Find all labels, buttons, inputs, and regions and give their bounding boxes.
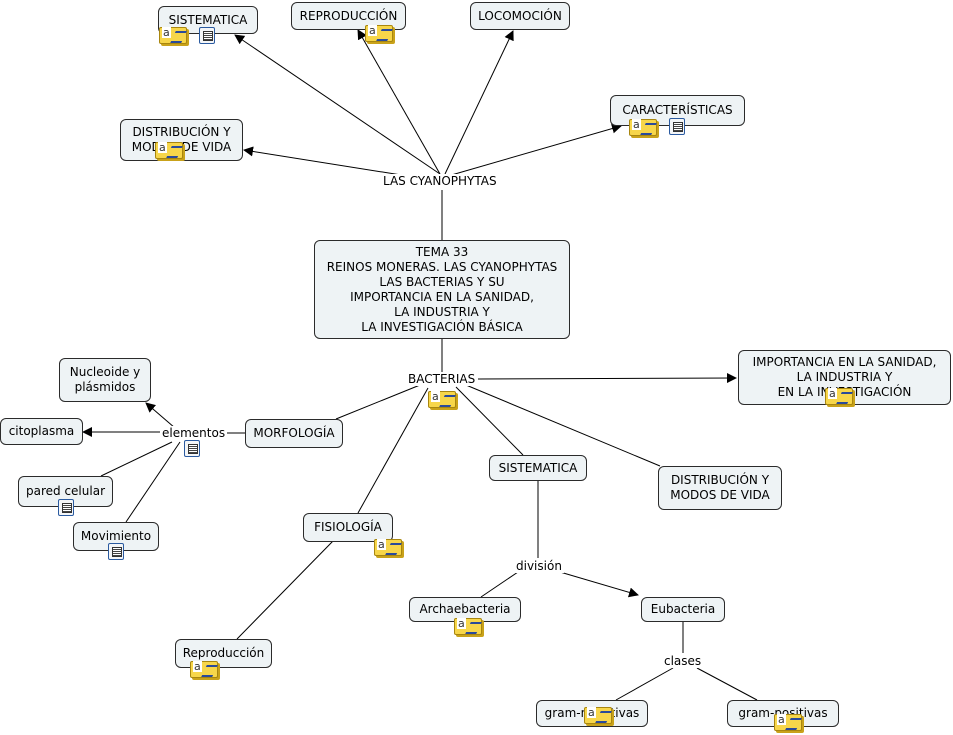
linking-phrase-cyanophytas: LAS CYANOPHYTAS xyxy=(381,174,499,188)
note-icon[interactable] xyxy=(629,119,657,136)
note-icon[interactable] xyxy=(428,391,456,408)
note-icon[interactable] xyxy=(774,714,802,731)
linking-phrase-division: división xyxy=(514,559,564,573)
note-icon[interactable] xyxy=(155,142,183,159)
document-icon[interactable] xyxy=(58,499,74,516)
document-icon[interactable] xyxy=(184,440,200,457)
linking-phrase-clases: clases xyxy=(662,654,704,668)
node-distribucion-top[interactable]: DISTRIBUCIÓN Y MODOS DE VIDA xyxy=(120,119,243,161)
document-icon[interactable] xyxy=(199,27,215,44)
node-sistematica-bottom[interactable]: SISTEMATICA xyxy=(489,455,587,481)
note-icon[interactable] xyxy=(825,388,853,405)
note-icon[interactable] xyxy=(584,707,612,724)
node-label: SISTEMATICA xyxy=(168,12,248,27)
node-fisiologia[interactable]: FISIOLOGÍA xyxy=(303,513,393,542)
node-morfologia[interactable]: MORFOLOGÍA xyxy=(245,419,343,448)
note-icon[interactable] xyxy=(159,27,187,44)
document-icon[interactable] xyxy=(669,118,685,135)
linking-phrase-bacterias: BACTERIAS xyxy=(406,372,478,386)
node-citoplasma[interactable]: citoplasma xyxy=(0,418,83,445)
node-eubacteria[interactable]: Eubacteria xyxy=(641,597,725,622)
document-icon[interactable] xyxy=(108,543,124,560)
node-label: REPRODUCCIÓN xyxy=(299,8,398,23)
node-tema-central[interactable]: TEMA 33 REINOS MONERAS. LAS CYANOPHYTAS … xyxy=(314,240,570,339)
node-label: LOCOMOCIÓN xyxy=(478,8,562,23)
node-label: Reproducción xyxy=(182,646,265,660)
node-label: FISIOLOGÍA xyxy=(314,520,382,534)
node-label: Nucleoide y plásmidos xyxy=(69,365,141,394)
note-icon[interactable] xyxy=(365,25,393,42)
node-label: CARACTERÍSTICAS xyxy=(622,103,733,117)
note-icon[interactable] xyxy=(190,661,218,678)
node-label: DISTRIBUCIÓN Y MODOS DE VIDA xyxy=(670,473,770,502)
note-icon[interactable] xyxy=(374,539,402,556)
linking-phrase-elementos: elementos xyxy=(160,426,228,440)
note-icon[interactable] xyxy=(454,618,482,635)
node-label: SISTEMATICA xyxy=(498,460,578,475)
node-label: Eubacteria xyxy=(650,602,716,616)
node-nucleoide[interactable]: Nucleoide y plásmidos xyxy=(59,358,151,402)
node-label: Archaebacteria xyxy=(419,602,511,616)
node-label: citoplasma xyxy=(8,424,75,438)
node-label: TEMA 33 REINOS MONERAS. LAS CYANOPHYTAS … xyxy=(326,244,558,334)
node-label: Movimiento xyxy=(80,529,152,543)
node-locomocion[interactable]: LOCOMOCIÓN xyxy=(470,2,570,30)
node-label: MORFOLOGÍA xyxy=(253,426,335,440)
node-label: pared celular xyxy=(26,484,105,498)
node-distribucion-bottom[interactable]: DISTRIBUCIÓN Y MODOS DE VIDA xyxy=(658,466,782,510)
